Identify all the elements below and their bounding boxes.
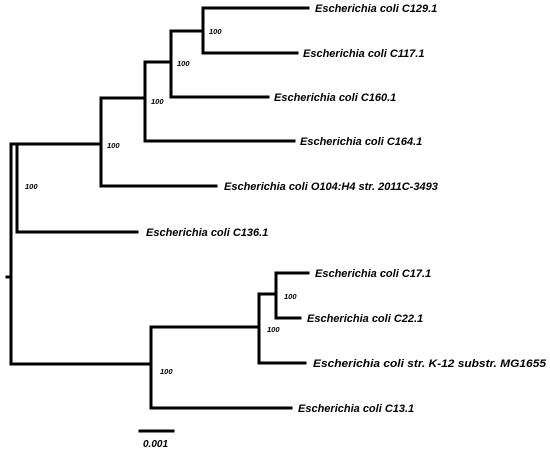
bootstrap-value: 100: [25, 182, 38, 191]
bootstrap-value: 100: [177, 59, 190, 68]
taxon-label-c160: Escherichia coli C160.1: [274, 92, 396, 104]
bootstrap-value: 100: [160, 367, 173, 376]
taxon-label-c13: Escherichia coli C13.1: [298, 403, 414, 415]
taxon-label-k12: Escherichia coli str. K-12 substr. MG165…: [313, 358, 547, 370]
bootstrap-value: 100: [209, 27, 222, 36]
taxon-label-c117: Escherichia coli C117.1: [303, 48, 424, 60]
taxon-label-c129: Escherichia coli C129.1: [315, 3, 437, 15]
bootstrap-value: 100: [284, 292, 297, 301]
taxon-label-c136: Escherichia coli C136.1: [146, 227, 268, 239]
taxon-label-c22: Escherichia coli C22.1: [307, 313, 423, 325]
taxon-label-o104: Escherichia coli O104:H4 str. 2011C-3493: [224, 181, 438, 193]
taxon-label-c17: Escherichia coli C17.1: [315, 268, 431, 280]
taxon-label-c164: Escherichia coli C164.1: [300, 136, 422, 148]
bootstrap-value: 100: [267, 325, 280, 334]
bootstrap-value: 100: [107, 141, 120, 150]
scale-bar-label: 0.001: [143, 439, 168, 450]
bootstrap-value: 100: [151, 97, 164, 106]
